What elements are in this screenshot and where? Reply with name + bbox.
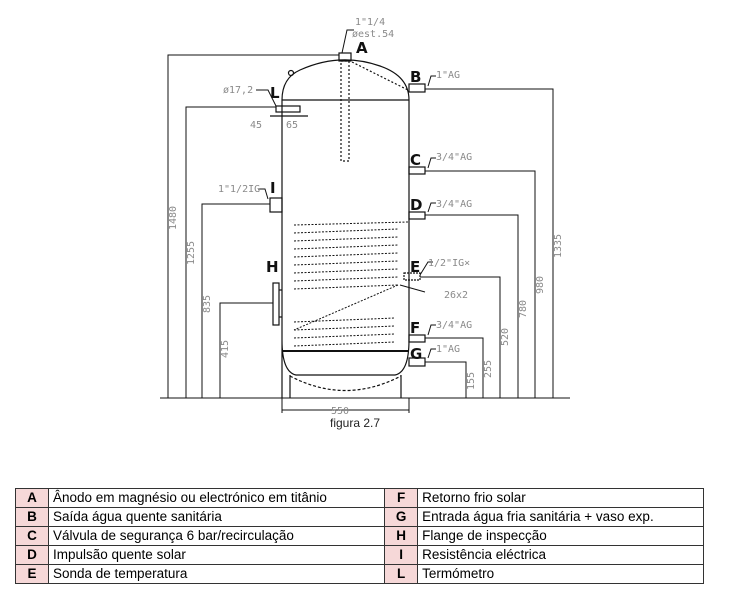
legend-desc: Resistência eléctrica [417, 545, 704, 565]
legend-desc: Impulsão quente solar [47, 545, 386, 565]
label-b: B [410, 68, 421, 86]
legend-key: C [15, 526, 49, 546]
legend-desc: Entrada água fria sanitária + vaso exp. [417, 507, 704, 527]
legend-key: F [384, 488, 419, 508]
conn-b: 1"AG [436, 70, 460, 81]
conn-c: 3/4"AG [436, 152, 472, 163]
legend-desc: Ânodo em magnésio ou electrónico em titâ… [47, 488, 386, 508]
tank-outline [281, 59, 410, 398]
dim-780: 780 [518, 300, 529, 318]
dim-520: 520 [500, 328, 511, 346]
dim-255: 255 [483, 360, 494, 378]
dim-1255: 1255 [186, 241, 197, 265]
label-c: C [410, 151, 421, 169]
legend-desc: Válvula de segurança 6 bar/recirculação [47, 526, 386, 546]
legend-key: B [15, 507, 49, 527]
label-h: H [266, 258, 279, 276]
dim-65: 65 [286, 120, 298, 131]
conn-a1: 1"1/4 [355, 17, 385, 28]
figure-caption: figura 2.7 [330, 416, 381, 430]
label-g: G [410, 345, 422, 363]
label-f: F [410, 319, 420, 337]
legend-desc: Saída água quente sanitária [47, 507, 386, 527]
solar-coil [293, 221, 409, 347]
label-e: E [410, 258, 420, 276]
conn-a2: øest.54 [352, 29, 394, 40]
dim-550: 550 [331, 406, 349, 417]
label-a: A [356, 39, 368, 57]
legend-key: G [384, 507, 419, 527]
legend-key: H [384, 526, 419, 546]
legend-desc: Retorno frio solar [417, 488, 704, 508]
legend-key: L [384, 564, 419, 584]
legend-key: E [15, 564, 49, 584]
dim-835: 835 [202, 295, 213, 313]
legend-key: I [384, 545, 419, 565]
legend-key: D [15, 545, 49, 565]
legend-key: A [15, 488, 49, 508]
label-i: I [270, 179, 276, 197]
conn-i: 1"1/2IG [218, 184, 260, 195]
dim-1480: 1480 [168, 206, 179, 230]
legend-desc: Sonda de temperatura [47, 564, 386, 584]
legend-desc: Flange de inspecção [417, 526, 704, 546]
dim-415: 415 [220, 340, 231, 358]
conn-e: 1/2"IG× [428, 258, 470, 269]
conn-l: ø17,2 [223, 85, 253, 96]
label-d: D [410, 196, 422, 214]
tank-drawing: A B C D E F G H I L 1"1/4 øest.54 1"AG 3… [160, 17, 570, 417]
conn-g: 1"AG [436, 344, 460, 355]
legend-desc: Termómetro [417, 564, 704, 584]
dim-45: 45 [250, 120, 262, 131]
label-l: L [270, 84, 280, 102]
dim-1335: 1335 [553, 234, 564, 258]
conn-f: 3/4"AG [436, 320, 472, 331]
dim-155: 155 [466, 372, 477, 390]
conn-d: 3/4"AG [436, 199, 472, 210]
coil-size: 26x2 [444, 290, 468, 301]
dim-980: 980 [535, 276, 546, 294]
